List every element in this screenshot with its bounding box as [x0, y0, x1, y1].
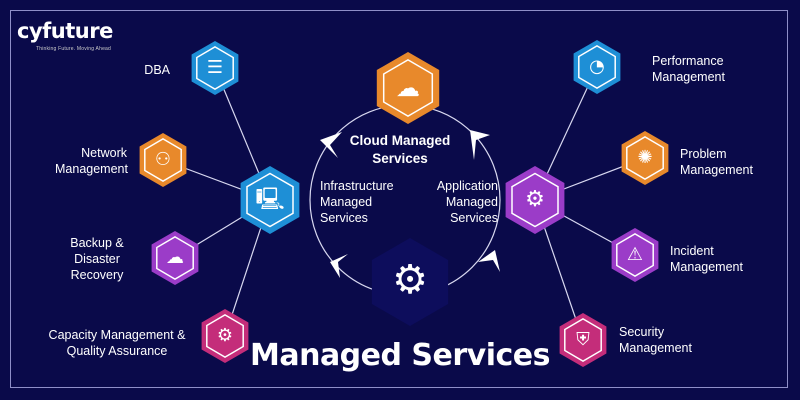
page-title: Managed Services — [249, 338, 551, 373]
label-dba: DBA — [144, 63, 170, 77]
label-capacity-quality: Capacity Management & Quality Assurance — [48, 328, 186, 358]
hex-cloud-inner-border — [382, 59, 434, 117]
hex-problem-inner-border — [626, 136, 664, 180]
label-network-management: Network Management — [55, 146, 128, 176]
hex-security-inner-border — [564, 318, 602, 362]
label-problem-management: Problem Management — [680, 147, 753, 177]
hex-application-inner-border — [511, 172, 559, 228]
hex-infrastructure-inner-border — [246, 172, 294, 228]
logo-tagline: Thinking Future. Moving Ahead — [36, 46, 112, 52]
network-icon: ⚇ — [154, 149, 172, 170]
hex-network-inner-border — [144, 138, 182, 182]
hex-incident-inner-border — [616, 233, 654, 277]
backup-icon: ☁ — [166, 247, 184, 268]
warning-icon: ⚠ — [626, 244, 644, 265]
cloud-gears-icon: ☁ — [396, 74, 420, 102]
cyfuture-logo: cyfuture Thinking Future. Moving Ahead — [17, 18, 113, 52]
hex-managed-services — [371, 238, 449, 326]
application-monitor-icon: ⚙ — [525, 187, 545, 212]
border-frame — [10, 10, 788, 388]
cycle-arrow — [478, 250, 500, 272]
label-backup-disaster-recovery: Backup & Disaster Recovery — [70, 236, 124, 282]
hex-dba-inner-border — [196, 46, 234, 90]
cycle-arrow — [330, 254, 348, 278]
logo-wordmark: cyfuture — [17, 19, 113, 43]
label-incident-management: Incident Management — [670, 244, 743, 274]
label-security-management: Security Management — [619, 325, 692, 355]
shield-icon: ⛨ — [576, 329, 590, 350]
database-icon: ☰ — [206, 57, 224, 78]
hex-infrastructure — [240, 166, 300, 234]
managed-services-hand-gear-icon: ⚙ — [392, 257, 428, 303]
gauge-icon: ◔ — [589, 56, 605, 77]
hex-application — [505, 166, 565, 234]
capacity-icon: ⚙ — [216, 325, 234, 346]
hex-capacity-inner-border — [206, 314, 244, 358]
label-cloud-managed: Cloud Managed Services — [349, 133, 451, 166]
lightbulb-icon: ✺ — [637, 147, 653, 168]
hex-cloud — [376, 52, 440, 124]
cycle-arrow — [470, 130, 490, 160]
hex-backup-inner-border — [156, 236, 194, 280]
label-performance-management: Performance Management — [652, 54, 725, 84]
hex-performance-inner-border — [578, 45, 616, 89]
cycle-arrow — [320, 132, 342, 158]
infrastructure-computer-icon: 🖳 — [255, 187, 285, 212]
